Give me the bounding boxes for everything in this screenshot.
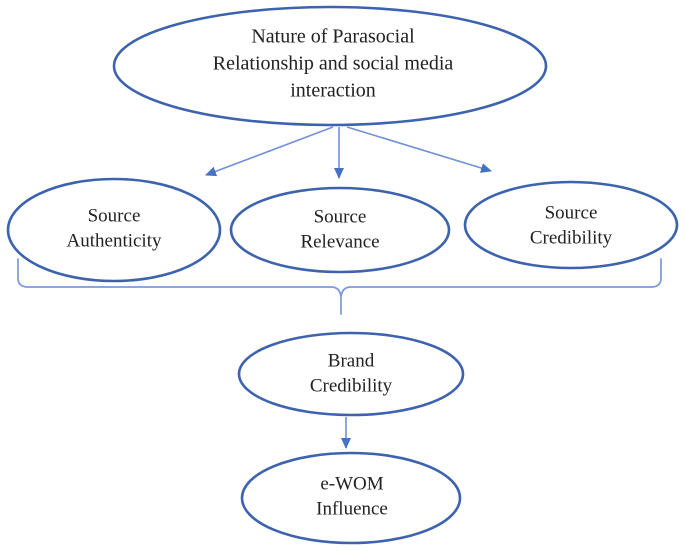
- arrow-parasocial-to-authenticity: [205, 126, 334, 177]
- arrow-parasocial-to-credibility: [346, 126, 492, 173]
- node-brand-credibility-label: Brand Credibility: [309, 350, 393, 396]
- node-ewom-influence-label: e-WOM Influence: [316, 473, 388, 519]
- node-source-relevance-label: Source Relevance: [300, 206, 380, 252]
- ellipse-source-authenticity: [6, 177, 222, 283]
- node-source-credibility-label: Source Credibility: [529, 202, 613, 248]
- ellipse-parasocial: [112, 5, 548, 127]
- node-parasocial-label: Nature of Parasocial Relationship and so…: [212, 25, 454, 102]
- ellipse-ewom-influence: [240, 451, 462, 545]
- grouping-brace: [17, 258, 662, 315]
- ellipse-brand-credibility: [237, 331, 465, 417]
- ellipse-source-credibility: [463, 180, 679, 270]
- node-source-authenticity-label: Source Authenticity: [66, 205, 162, 251]
- ellipse-source-relevance: [229, 186, 451, 274]
